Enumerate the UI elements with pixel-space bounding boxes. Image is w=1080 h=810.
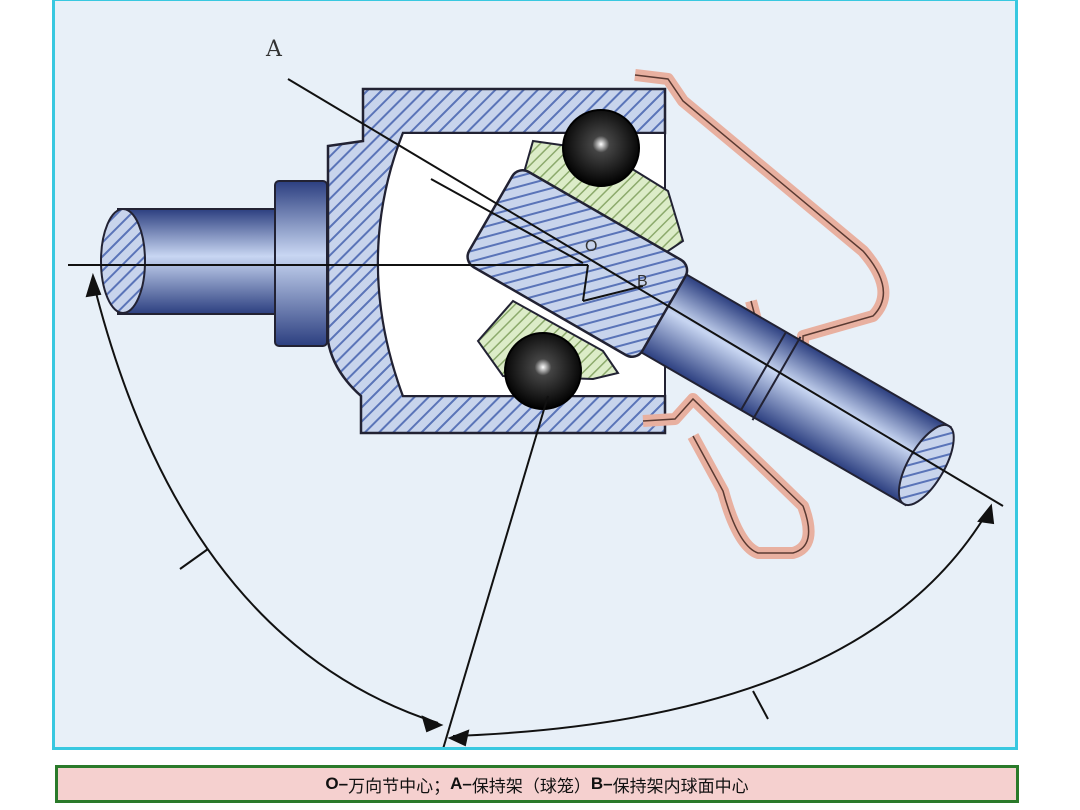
label-a: A: [265, 37, 283, 62]
caption-o-text: 万向节中心；: [348, 776, 451, 797]
angle-arcs: [85, 272, 995, 747]
output-shaft: [609, 255, 955, 507]
steel-balls: [504, 109, 640, 410]
label-o: O: [585, 238, 597, 255]
inner-race: [466, 169, 689, 358]
cv-joint-drawing: A O B: [68, 37, 1004, 747]
axis-lines: [68, 78, 1004, 747]
input-shaft: [100, 180, 328, 347]
caption-b-text: 保持架内球面中心: [612, 776, 749, 797]
caption-a-key: A–: [450, 774, 472, 793]
cv-joint-diagram: A O B: [52, 0, 1018, 750]
caption-b-key: B–: [590, 774, 613, 793]
rubber-boot: [634, 69, 890, 559]
label-b: B: [637, 273, 648, 290]
caption-a-text: 保持架（球笼）: [471, 776, 591, 797]
caption-o-key: O–: [325, 774, 349, 793]
legend-caption: O– 万向节中心； A– 保持架（球笼） B– 保持架内球面中心: [55, 765, 1019, 803]
